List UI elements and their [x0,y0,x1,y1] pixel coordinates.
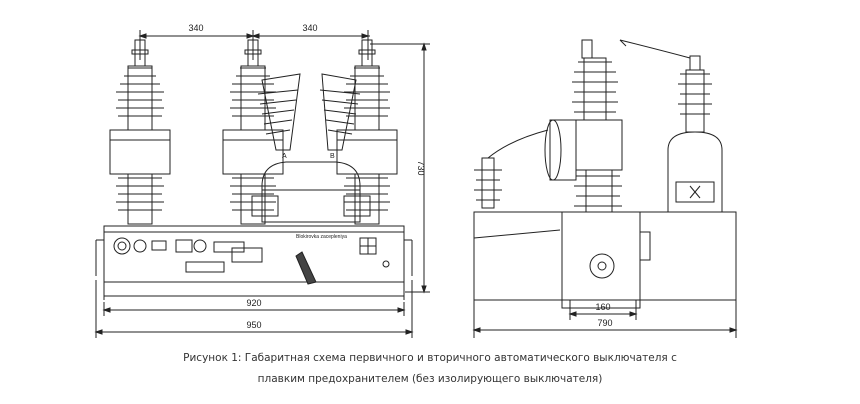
pole-middle [222,39,284,225]
fuse-insulators [257,73,361,151]
mechanism-box [561,211,641,309]
front-view [94,30,430,338]
dim-side-overall: 790 [597,318,612,328]
dim-height: 730 [416,160,426,175]
base-housing [103,225,405,283]
figure-caption-line-2: плавким предохранителем (без изолирующег… [257,373,603,385]
panel-label: Blokirovka zacepleniya [296,234,347,240]
bushing-label-a: A [282,153,287,160]
dim-left-spacing: 340 [188,23,203,33]
pole-left [109,39,171,225]
central-dome [261,161,361,223]
side-view [472,39,738,338]
pole-right [336,39,398,225]
dim-side-small: 160 [595,302,610,312]
dim-overall-width: 950 [246,320,261,330]
dim-base-width: 920 [246,298,261,308]
bushing-label-b: B [330,153,335,160]
figure-caption-line-1: Рисунок 1: Габаритная схема первичного и… [183,352,677,364]
dim-right-spacing: 340 [302,23,317,33]
